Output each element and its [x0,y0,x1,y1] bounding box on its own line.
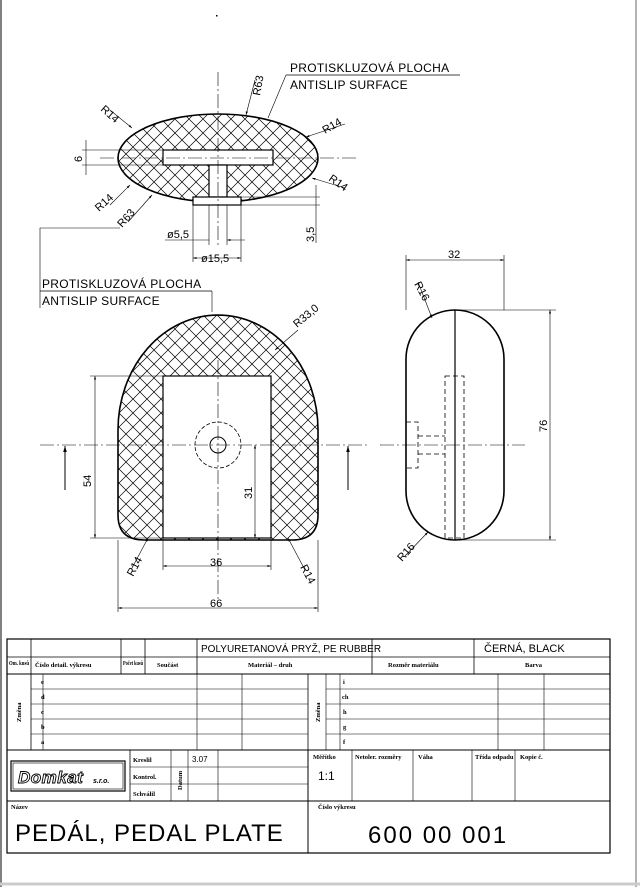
dim-36: 36 [210,557,222,569]
change-f: f [343,739,346,746]
dim-r14-bottom-left: R14 [93,192,116,214]
dim-r14-right-bottom: R14 [326,173,349,194]
scale-label: Měřítko [313,754,336,761]
date-value: 3.07 [192,755,208,764]
dim-d5-5: ø5,5 [167,229,189,241]
top-view [39,72,460,312]
copy-label: Kopie č. [520,754,543,761]
drawn-label: Kreslil [133,757,152,764]
logo-suffix: s.r.o. [93,778,109,785]
hdr-size: Rozměr materiálu [388,662,439,669]
change-b: b [41,724,45,731]
tolerance-label: Netoler. rozměry [355,754,402,761]
dim-r14-top-left: R14 [98,103,121,125]
hdr-material: Materiál – druh [248,662,293,669]
dim-r63-bottom: R63 [115,207,137,230]
hdr-count: Počet kusů [123,660,143,667]
waste-label: Třída odpadu [475,754,514,761]
dim-r16-top: R16 [411,280,431,303]
dim-32: 32 [448,249,460,261]
weight-label: Váha [418,754,434,761]
dim-d15-5: ø15,5 [201,253,229,265]
change-c: c [41,709,44,716]
dim-r14-front-right: R14 [297,563,317,586]
front-view [40,314,368,612]
hdr-part: Součást [157,662,179,669]
note-antislip-cz-top: PROTISKLUZOVÁ PLOCHA [290,60,449,75]
scale-value: 1:1 [318,769,335,783]
dim-54: 54 [82,475,94,487]
change-i: i [343,679,345,686]
change-g: g [343,724,347,731]
dim-66: 66 [210,598,222,610]
hdr-pieces: Om. kusů [9,660,29,667]
color-value: ČERNÁ, BLACK [484,642,565,655]
number-label: Číslo výkresu [318,803,356,811]
side-view [380,255,556,557]
dim-r33: R33,0 [291,302,321,330]
drawing-name: PEDÁL, PEDAL PLATE [15,820,284,847]
dim-r14-top-right: R14 [321,116,344,136]
change-ch: ch [342,694,349,701]
changes-label-right: Změna [315,702,322,722]
material-value: POLYURETANOVÁ PRYŽ, PE RUBBER [201,642,381,655]
change-a: a [41,739,45,746]
checked-label: Kontrol. [133,774,157,781]
change-h: h [343,709,347,716]
hdr-color: Barva [525,662,543,669]
dim-3-5: 3,5 [305,227,317,242]
date-label: Datum [177,770,184,790]
company-logo: Domkat s.r.o. [18,768,110,788]
hdr-detail-no: Číslo detail. výkresu [35,661,92,669]
title-block-text: POLYURETANOVÁ PRYŽ, PE RUBBER ČERNÁ, BLA… [9,642,565,849]
title-block [6,638,611,854]
change-e: e [41,679,44,686]
note-antislip-en-front: ANTISLIP SURFACE [42,294,160,308]
logo-text: Domkat [18,768,84,787]
dim-r16-bottom: R16 [395,541,417,564]
dim-r14-front-left: R14 [125,555,145,578]
note-antislip-en-top: ANTISLIP SURFACE [290,78,408,92]
approved-label: Schválil [133,791,155,798]
drawing-number: 600 00 001 [368,822,508,849]
name-label: Název [11,804,29,811]
note-antislip-cz-front: PROTISKLUZOVÁ PLOCHA [42,276,201,291]
change-d: d [41,694,45,701]
dim-r63-top: R63 [251,75,266,97]
dim-76: 76 [538,420,550,432]
changes-label-left: Změna [16,702,23,722]
dim-6: 6 [73,156,85,162]
dim-31: 31 [243,487,255,499]
